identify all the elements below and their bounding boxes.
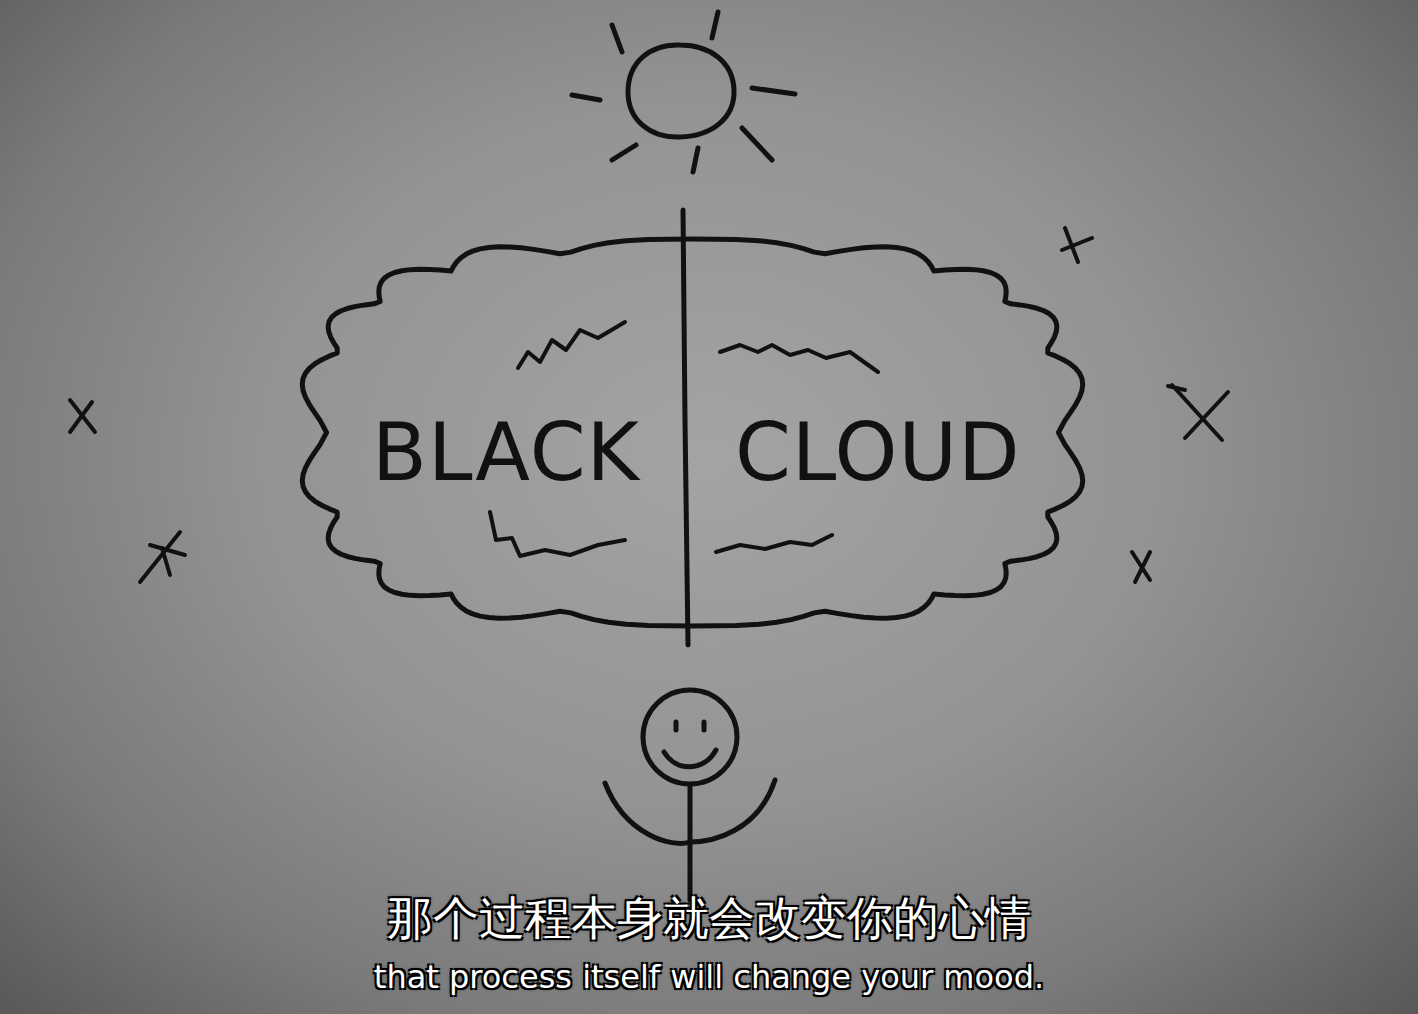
subtitle-chinese: 那个过程本身就会改变你的心情 — [0, 888, 1418, 950]
divider-line — [683, 210, 688, 645]
cloud-word: BLACK — [372, 413, 640, 493]
sun-circle — [628, 45, 734, 137]
cloud-path — [302, 239, 1082, 626]
cloud-word: CLOUD — [735, 413, 1021, 493]
cloud-shape: BLACK CLOUD — [295, 235, 1090, 630]
sun-rays — [572, 12, 795, 172]
stick-figure — [605, 690, 775, 900]
subtitle-english: that process itself will change your moo… — [0, 958, 1418, 996]
